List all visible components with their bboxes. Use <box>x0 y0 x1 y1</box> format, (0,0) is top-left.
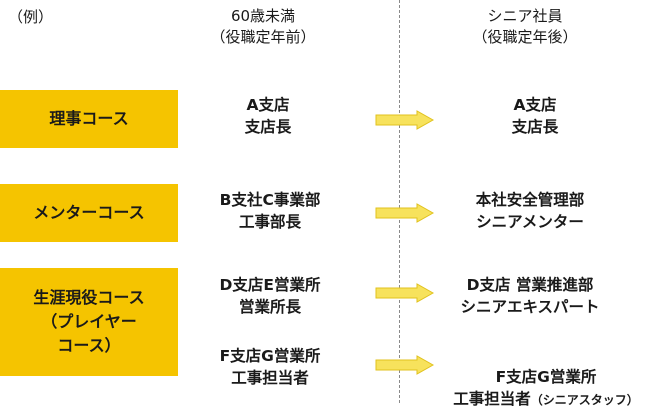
arrow-icon-3 <box>375 283 435 303</box>
after-cell-4: F支店G営業所 工事担当者（シニアスタッフ） <box>446 344 646 411</box>
course-box-rijji: 理事コース <box>0 90 178 148</box>
after-cell-4-note: （シニアスタッフ） <box>530 393 639 407</box>
before-cell-3: D支店E営業所 営業所長 <box>219 276 321 316</box>
arrow-icon-4 <box>375 355 435 375</box>
course-box-mentor: メンターコース <box>0 184 178 242</box>
example-label: （例） <box>8 8 54 26</box>
header-before: 60歳未満 （役職定年前） <box>188 6 338 48</box>
after-cell-3: D支店 営業推進部 シニアエキスパート <box>460 276 600 316</box>
before-cell-2: B支社C事業部 工事部長 <box>219 191 321 231</box>
after-cell-2: 本社安全管理部 シニアメンター <box>475 191 585 231</box>
course-box-lifetime: 生涯現役コース （プレイヤー コース） <box>0 268 178 376</box>
header-after-title: シニア社員 <box>487 7 563 25</box>
header-after-sub: （役職定年後） <box>472 28 578 46</box>
before-cell-4: F支店G営業所 工事担当者 <box>219 347 321 387</box>
after-cell-1: A支店 支店長 <box>511 96 559 136</box>
header-after: シニア社員 （役職定年後） <box>440 6 610 48</box>
column-divider <box>399 0 400 403</box>
arrow-icon-1 <box>375 110 435 130</box>
header-before-sub: （役職定年前） <box>210 28 316 46</box>
header-before-title: 60歳未満 <box>230 7 296 25</box>
arrow-icon-2 <box>375 203 435 223</box>
before-cell-1: A支店 支店長 <box>244 96 292 136</box>
